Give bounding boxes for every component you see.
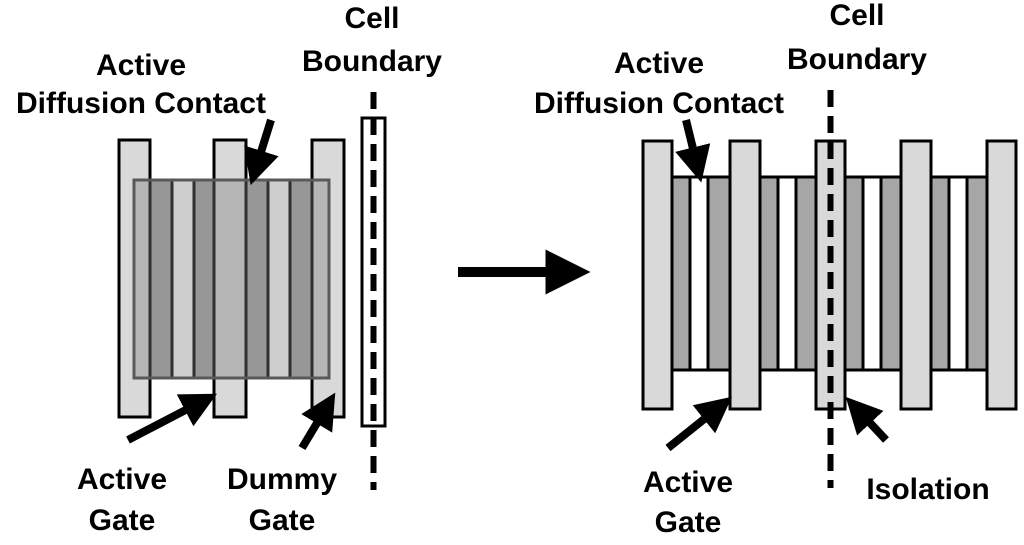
left-diagram: Active Diffusion Contact Cell Boundary A… [16, 2, 442, 537]
left-diffusion-contact-arrow-icon [244, 118, 279, 186]
right-diagram: Active Diffusion Contact Cell Boundary A… [534, 0, 1018, 539]
right-active-gate-arrow-icon [665, 396, 733, 452]
right-stripe [706, 175, 732, 372]
left-dummy-gate-arrow-icon [298, 392, 336, 451]
left-label-dummy-gate-2: Gate [249, 504, 316, 537]
right-gates [641, 139, 1018, 411]
right-stripe [947, 175, 969, 372]
right-stripe [670, 175, 692, 372]
right-label-active-gate-2: Gate [655, 506, 722, 539]
right-label-active-gate-1: Active [643, 466, 733, 499]
left-label-active-gate-2: Gate [89, 504, 156, 537]
right-active-gate-shape [728, 139, 762, 411]
left-active-gate-shape [212, 138, 248, 419]
left-cell-boundary [360, 92, 387, 490]
left-label-dummy-gate-1: Dummy [227, 463, 337, 496]
right-stripe [688, 175, 710, 372]
left-gates [117, 138, 346, 419]
left-diffusion-region [148, 178, 314, 380]
right-gate [899, 139, 933, 411]
right-stripe [929, 175, 951, 372]
right-label-isolation: Isolation [866, 473, 989, 506]
right-gate [641, 139, 674, 411]
left-pointer-arrows [126, 118, 336, 451]
right-gate [985, 139, 1018, 411]
left-label-cell-boundary-1: Cell [344, 2, 399, 35]
right-stripe [843, 175, 865, 372]
right-stripe [861, 175, 883, 372]
right-diffusion-contact-arrow-icon [675, 119, 711, 183]
left-label-active-diffusion-1: Active [96, 49, 186, 82]
right-stripe [758, 175, 780, 372]
right-label-active-diffusion-1: Active [614, 47, 704, 80]
right-stripe [794, 175, 818, 372]
right-stripe [965, 175, 989, 372]
left-label-active-gate-1: Active [77, 463, 167, 496]
left-label-cell-boundary-2: Boundary [302, 45, 442, 78]
right-label-cell-boundary-1: Cell [829, 0, 884, 32]
left-active-gate-arrow-icon [126, 393, 217, 444]
right-pointer-arrows [665, 119, 889, 452]
left-label-active-diffusion-2: Diffusion Contact [16, 87, 266, 120]
right-stripe [879, 175, 903, 372]
right-label-cell-boundary-2: Boundary [787, 43, 927, 76]
right-stripe [776, 175, 798, 372]
left-cell-overlay [132, 178, 331, 380]
right-isolation-arrow-icon [845, 396, 889, 443]
right-label-active-diffusion-2: Diffusion Contact [534, 87, 784, 120]
